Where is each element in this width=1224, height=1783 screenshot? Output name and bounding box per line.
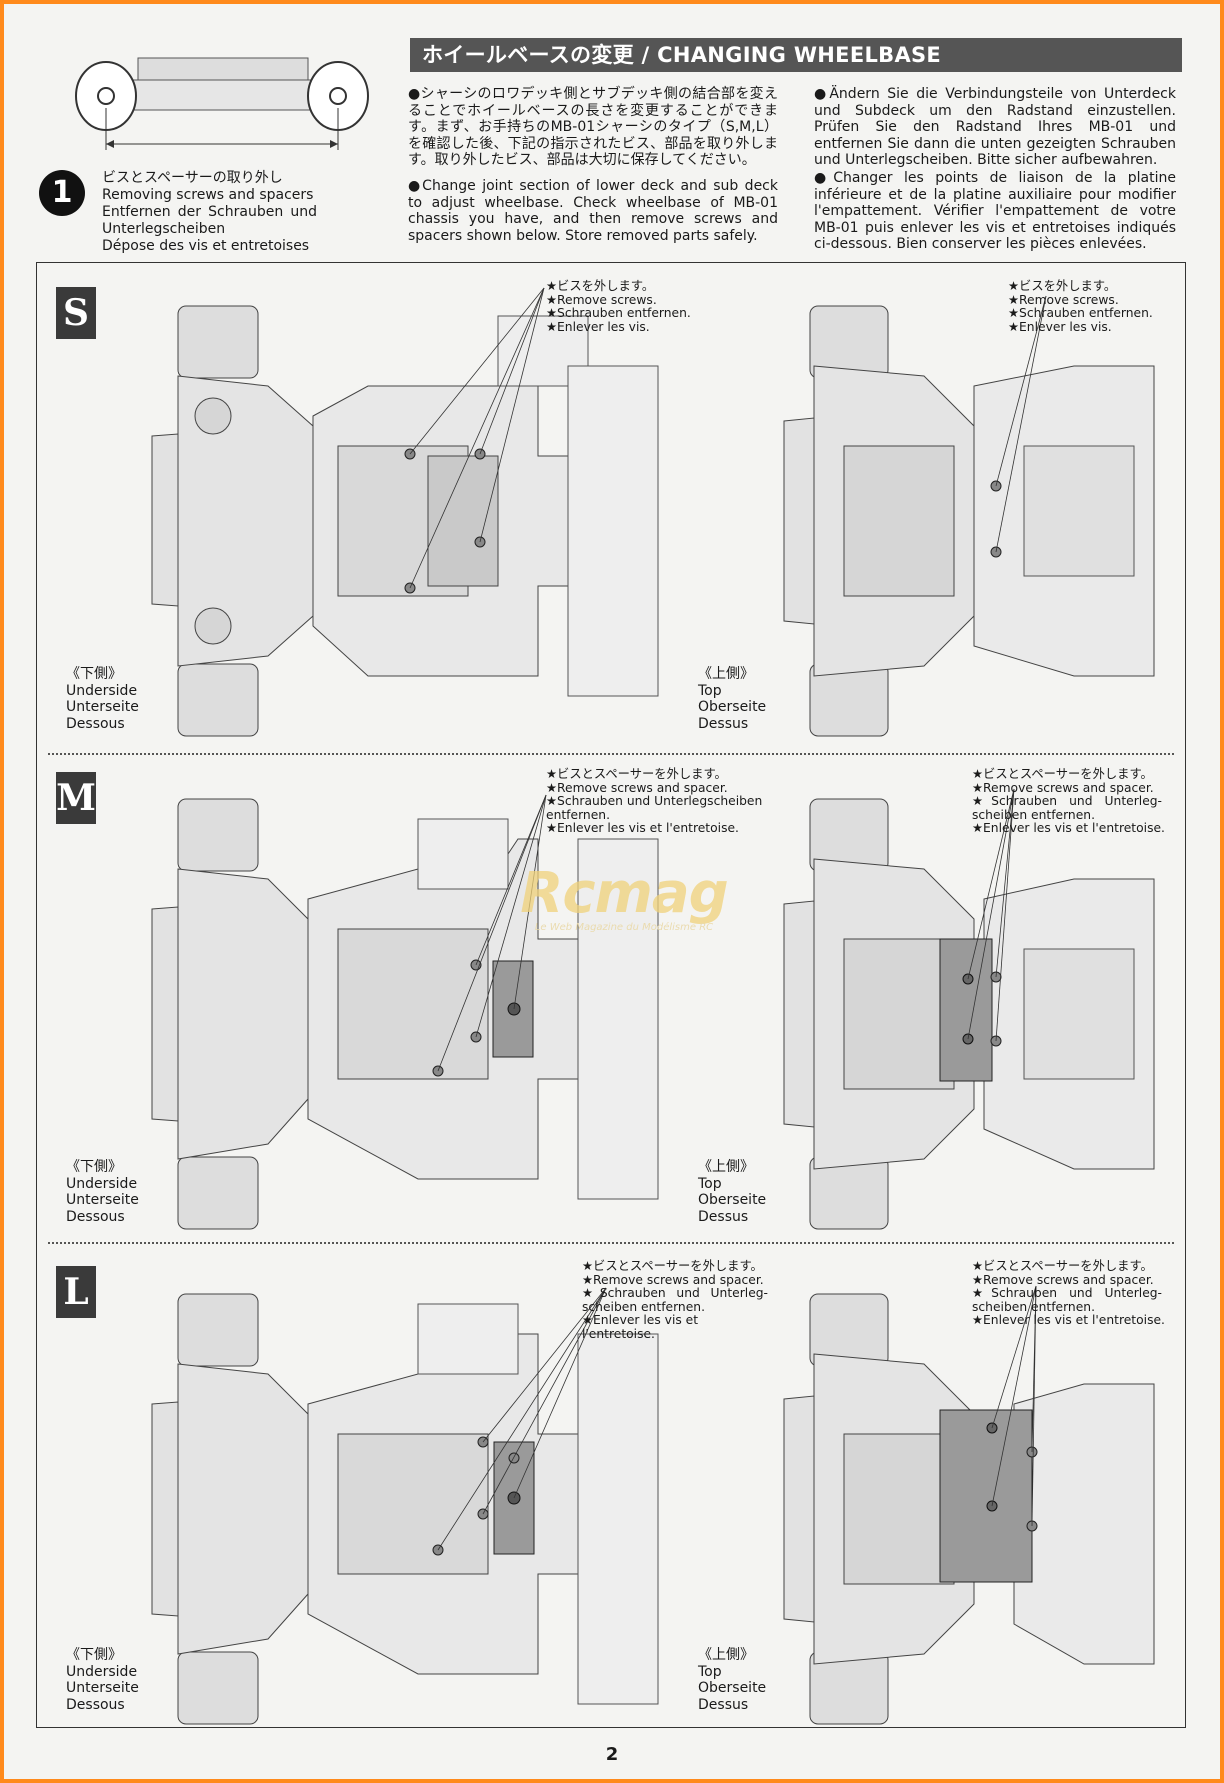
callout-line: ★Remove screws and spacer. (582, 1272, 764, 1287)
callout-underside-m: ★ビスとスペーサーを外します。 ★Remove screws and space… (546, 767, 778, 836)
view-label-underside-m: 《下側》 Underside Unterseite Dessous (66, 1159, 139, 1225)
step-jp: ビスとスペーサーの取り外し (102, 170, 283, 186)
label-line: Unterseite (66, 699, 139, 715)
label-line: Underside (66, 682, 138, 699)
label-line: Top (698, 1175, 722, 1192)
callout-line: ★ビスとスペーサーを外します。 (546, 767, 727, 781)
label-line: Oberseite (698, 699, 767, 715)
callout-top-l: ★ビスとスペーサーを外します。 ★Remove screws and space… (972, 1259, 1168, 1328)
callout-line: ★Enlever les vis et l'entretoise. (546, 821, 739, 835)
callout-line: ★Remove screws and spacer. (972, 780, 1154, 795)
callout-line: ★Remove screws and spacer. (546, 780, 728, 795)
label-line: Dessus (698, 1208, 749, 1225)
size-badge-s: S (56, 287, 96, 339)
label-line: Unterseite (66, 1192, 139, 1208)
label-line: 《下側》 (66, 666, 122, 682)
chassis-underside-m-illustration (151, 794, 659, 1230)
wheelbase-diagram-frame (36, 262, 1186, 1728)
callout-line: ★Schrauben und Unterleg-scheiben entfern… (582, 1286, 768, 1314)
watermark-logo: Rcmag (520, 861, 729, 926)
callout-underside-l: ★ビスとスペーサーを外します。 ★Remove screws and space… (582, 1259, 772, 1341)
wheelbase-side-view-illustration (75, 57, 369, 150)
view-label-underside-s: 《下側》 Underside Unterseite Dessous (66, 666, 139, 732)
label-line: Top (698, 682, 722, 699)
callout-line: ★Enlever les vis et l'entretoise. (972, 821, 1165, 835)
intro-french: ●Changer les points de liaison de la pla… (814, 170, 1176, 253)
label-line: 《下側》 (66, 1159, 122, 1175)
callout-line: ★Enlever les vis et l'entretoise. (972, 1313, 1165, 1327)
callout-line: ★ビスとスペーサーを外します。 (972, 1259, 1153, 1273)
section-divider (48, 753, 1174, 755)
callout-line: ★ビスとスペーサーを外します。 (972, 767, 1153, 781)
chassis-underside-s-illustration (151, 287, 659, 737)
callout-line: ★ビスとスペーサーを外します。 (582, 1259, 763, 1273)
size-badge-l: L (56, 1266, 96, 1318)
chassis-top-s-illustration (783, 295, 1155, 737)
intro-en-text: ●Change joint section of lower deck and … (408, 178, 778, 244)
site-watermark: Rcmag Le Web Magazine du Modélisme RC (474, 861, 774, 934)
view-label-top-m: 《上側》 Top Oberseite Dessus (698, 1159, 766, 1225)
callout-line: ★Enlever les vis. (546, 319, 650, 334)
label-line: Unterseite (66, 1680, 139, 1696)
watermark-tagline: Le Web Magazine du Modélisme RC (534, 922, 714, 933)
intro-german: ●Ändern Sie die Verbindungsteile von Unt… (814, 86, 1176, 169)
chassis-underside-l-illustration (151, 1287, 659, 1725)
callout-line: ★Schrauben entfernen. (546, 306, 691, 320)
manual-page: ホイールベースの変更 / CHANGING WHEELBASE ●シャーシのロワ… (4, 4, 1220, 1779)
view-label-top-l: 《上側》 Top Oberseite Dessus (698, 1647, 766, 1713)
label-line: Oberseite (698, 1680, 767, 1696)
callout-line: ★ビスを外します。 (546, 279, 655, 293)
callout-line: ★Schrauben und Unterleg-scheiben entfern… (972, 794, 1162, 822)
label-line: Underside (66, 1663, 138, 1680)
step-number-badge: 1 (39, 170, 85, 216)
intro-fr-text: ●Changer les points de liaison de la pla… (814, 170, 1176, 253)
label-line: Dessous (66, 715, 125, 732)
callout-line: ★Schrauben entfernen. (1008, 306, 1153, 320)
label-line: Dessus (698, 1696, 749, 1713)
intro-jp-text: ●シャーシのロワデッキ側とサブデッキ側の結合部を変えることでホイールベースの長さ… (408, 86, 778, 169)
label-line: Dessus (698, 715, 749, 732)
label-line: Top (698, 1663, 722, 1680)
step-en: Removing screws and spacers (102, 187, 314, 203)
label-line: 《上側》 (698, 666, 754, 682)
callout-line: ★Enlever les vis. (1008, 319, 1112, 334)
label-line: Underside (66, 1175, 138, 1192)
intro-de-text: ●Ändern Sie die Verbindungsteile von Unt… (814, 86, 1176, 169)
callout-line: ★Enlever les vis et l'entretoise. (582, 1313, 699, 1341)
callout-line: ★Remove screws. (1008, 292, 1119, 307)
chassis-top-m-illustration (783, 788, 1155, 1230)
callout-top-m: ★ビスとスペーサーを外します。 ★Remove screws and space… (972, 767, 1168, 836)
label-line: 《上側》 (698, 1647, 754, 1663)
label-line: Oberseite (698, 1192, 767, 1208)
step-heading: ビスとスペーサーの取り外し Removing screws and spacer… (102, 170, 317, 255)
callout-top-s: ★ビスを外します。 ★Remove screws. ★Schrauben ent… (1008, 279, 1168, 334)
callout-line: ★Remove screws. (546, 292, 657, 307)
intro-english: ●Change joint section of lower deck and … (408, 178, 778, 244)
view-label-top-s: 《上側》 Top Oberseite Dessus (698, 666, 766, 732)
chassis-top-l-illustration (783, 1285, 1155, 1725)
callout-line: ★Remove screws and spacer. (972, 1272, 1154, 1287)
page-number: 2 (605, 1744, 619, 1765)
step-de: Entfernen der Schrauben und Unterlegsche… (102, 204, 317, 237)
callout-underside-s: ★ビスを外します。 ★Remove screws. ★Schrauben ent… (546, 279, 706, 334)
intro-japanese: ●シャーシのロワデッキ側とサブデッキ側の結合部を変えることでホイールベースの長さ… (408, 86, 778, 169)
step-fr: Dépose des vis et entretoises (102, 238, 310, 254)
callout-line: ★Schrauben und Unterleg-scheiben entfern… (972, 1286, 1162, 1314)
label-line: Dessous (66, 1696, 125, 1713)
label-line: 《下側》 (66, 1647, 122, 1663)
label-line: 《上側》 (698, 1159, 754, 1175)
size-badge-m: M (56, 772, 96, 824)
callout-line: ★ビスを外します。 (1008, 279, 1117, 293)
label-line: Dessous (66, 1208, 125, 1225)
callout-line: ★Schrauben und Unterlegscheiben entferne… (546, 794, 763, 822)
section-divider (48, 1242, 1174, 1244)
view-label-underside-l: 《下側》 Underside Unterseite Dessous (66, 1647, 139, 1713)
section-title: ホイールベースの変更 / CHANGING WHEELBASE (410, 38, 1182, 72)
